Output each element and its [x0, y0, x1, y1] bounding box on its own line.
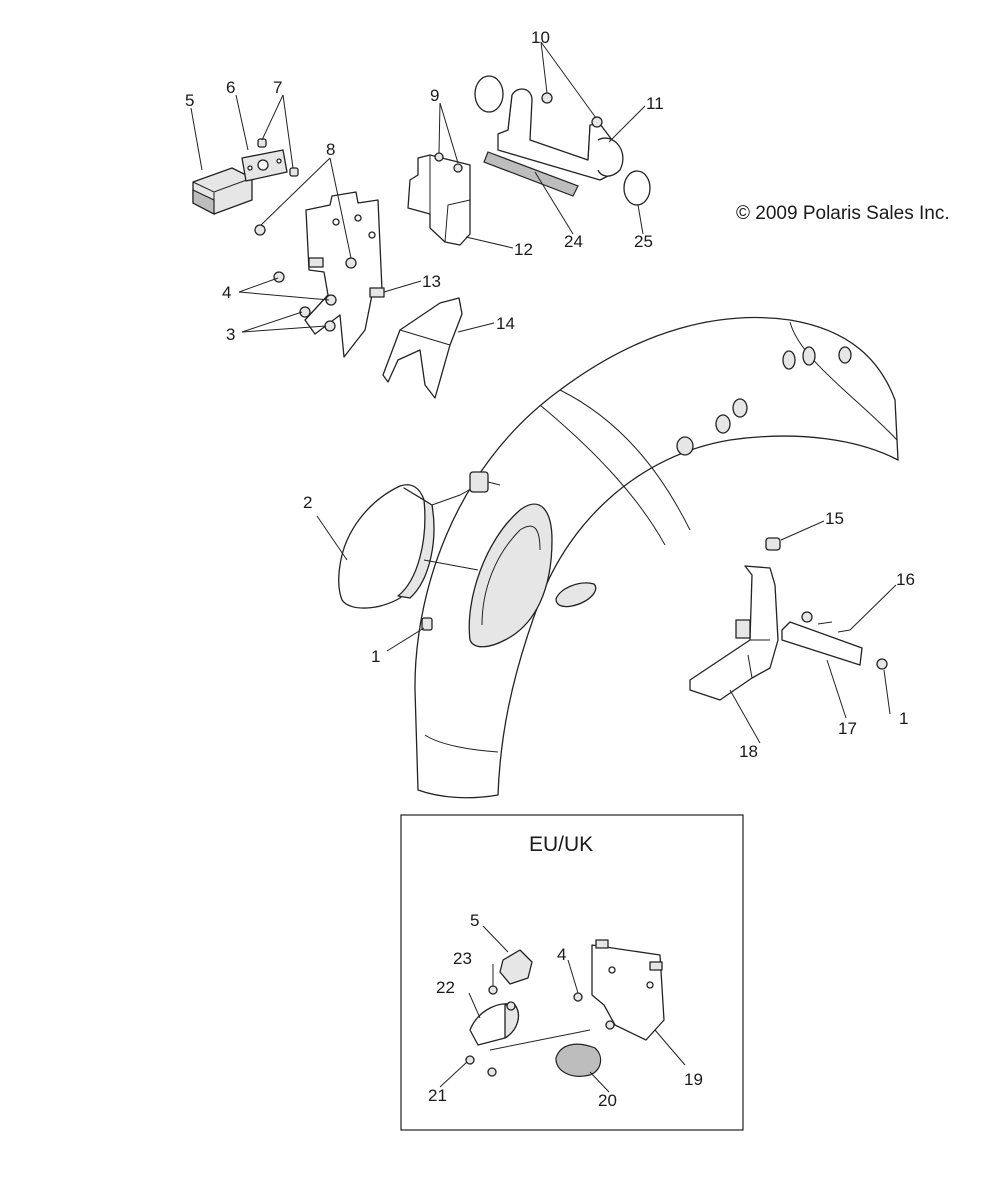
callout-5-inset: 5 [470, 911, 479, 930]
callout-7: 7 [273, 78, 282, 97]
callout-23-inset: 23 [453, 949, 472, 968]
callout-2: 2 [303, 493, 312, 512]
callout-3: 3 [226, 325, 235, 344]
callout-25: 25 [634, 232, 653, 251]
inset-title: EU/UK [529, 833, 593, 856]
callout-6: 6 [226, 78, 235, 97]
callout-10: 10 [531, 28, 550, 47]
callout-22-inset: 22 [436, 978, 455, 997]
callout-17: 17 [838, 719, 857, 738]
part-24-reflector-strip [483, 151, 579, 197]
part-15-nut [765, 537, 781, 551]
callout-24: 24 [564, 232, 583, 251]
part-7-nuts [257, 138, 299, 177]
callout-5: 5 [185, 91, 194, 110]
callout-13: 13 [422, 272, 441, 291]
callout-15: 15 [825, 509, 844, 528]
eu-uk-inset [400, 814, 744, 1131]
callout-11: 11 [646, 94, 664, 113]
part-1-screw-left [421, 617, 433, 631]
part-6-gasket [241, 149, 288, 182]
leader-lines [190, 41, 897, 1093]
callout-21-inset: 21 [428, 1086, 447, 1105]
copyright-text: © 2009 Polaris Sales Inc. [736, 203, 950, 224]
callout-14: 14 [496, 314, 515, 333]
part-17-strip [781, 611, 888, 670]
callout-16: 16 [896, 570, 915, 589]
callout-20-inset: 20 [598, 1091, 617, 1110]
part-8-license-bracket [254, 191, 385, 358]
callout-18: 18 [739, 742, 758, 761]
part-18-bracket [689, 565, 779, 701]
callout-4-inset: 4 [557, 945, 566, 964]
part-5-tail-lamp [192, 167, 253, 215]
part-14-bracket [382, 297, 463, 399]
callout-1: 1 [371, 647, 380, 666]
callout-19-inset: 19 [684, 1070, 703, 1089]
callout-8: 8 [326, 140, 335, 159]
part-12-bracket [407, 152, 471, 246]
callout-12: 12 [514, 240, 533, 259]
callout-4: 4 [222, 283, 231, 302]
callout-labels: 5 6 7 8 9 10 11 12 24 25 4 13 3 14 2 1 1… [185, 28, 915, 1110]
callout-9: 9 [430, 86, 439, 105]
part-11-bracket [474, 75, 651, 206]
rear-fender [414, 316, 899, 799]
callout-1-right: 1 [899, 709, 908, 728]
part-2-tail-light [338, 471, 501, 609]
